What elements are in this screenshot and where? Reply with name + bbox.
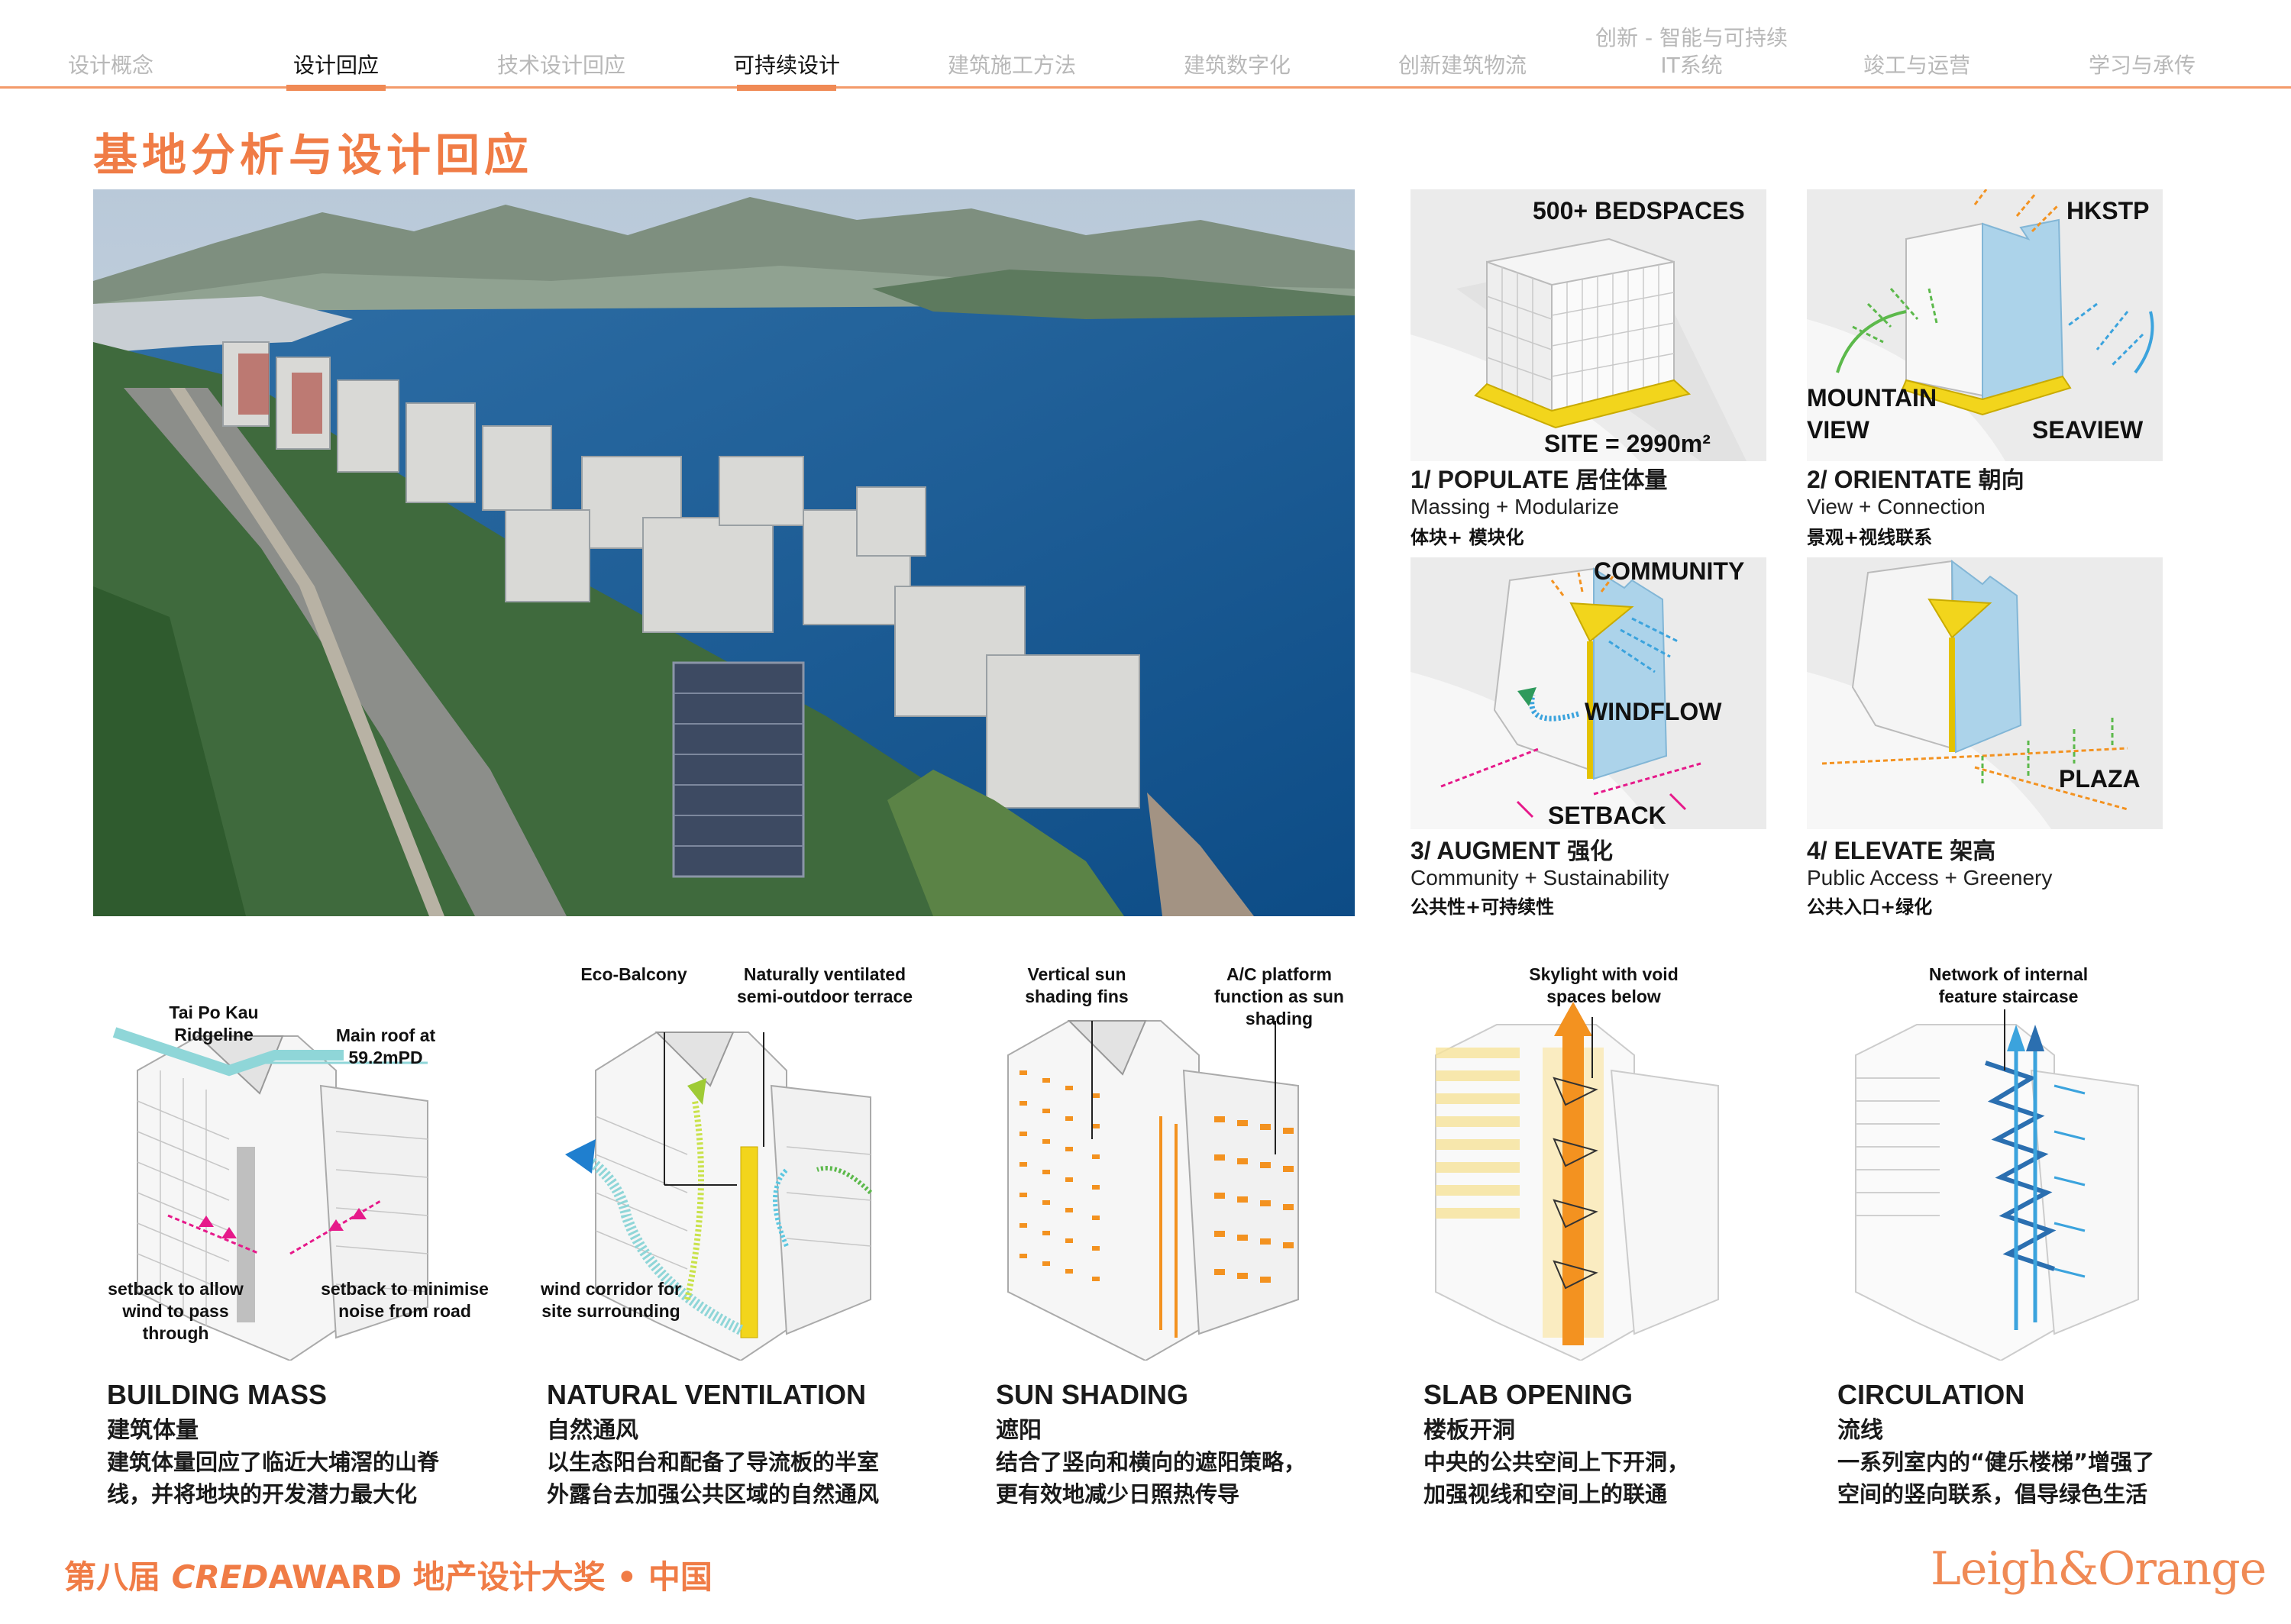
sun-shading-title-zh: 遮阳 (996, 1417, 1042, 1444)
semi-outdoor-terrace-annotation: Naturally ventilated semi-outdoor terrac… (736, 964, 913, 1006)
site-area-label: SITE = 2990m² (1544, 430, 1711, 457)
building-mass-title-zh: 建筑体量 (107, 1417, 199, 1444)
diagram-1-subtitle-zh: 体块+ 模块化 (1410, 527, 1524, 548)
diagram-2-title: 2/ ORIENTATE 朝向 (1807, 466, 2024, 494)
hkstp-label: HKSTP (2066, 197, 2150, 224)
building-mass-description: 建筑体量回应了临近大埔滘的山脊线，并将地块的开发潜力最大化 (107, 1449, 440, 1507)
seaview-label: SEAVIEW (2032, 416, 2144, 444)
sun-shading-illustration: Vertical sun shading fins A/C platform f… (985, 964, 1382, 1362)
diagram-2-subtitle-zh: 景观+视线联系 (1807, 527, 1933, 548)
slab-opening-title-zh: 楼板开洞 (1423, 1417, 1515, 1444)
view-label: VIEW (1807, 416, 1869, 444)
natural-ventilation-description: 以生态阳台和配备了导流板的半室外露台去加强公共区域的自然通风 (547, 1449, 880, 1507)
nav-item-learning[interactable]: 学习与承传 (2088, 53, 2196, 78)
diagram-3-title: 3/ AUGMENT 强化 (1410, 837, 1614, 865)
diagram-4-subtitle-zh: 公共入口+绿化 (1807, 896, 1933, 918)
nav-item-technical-design[interactable]: 技术设计回应 (496, 53, 625, 78)
setback-label: SETBACK (1548, 802, 1666, 829)
page-title: 基地分析与设计回应 (93, 129, 534, 181)
nav-item-design-concept[interactable]: 设计概念 (67, 53, 153, 78)
diagram-populate: 500+ BEDSPACES SITE = 2990m² (1410, 189, 1766, 461)
nav-item-completion[interactable]: 竣工与运营 (1863, 53, 1970, 78)
bedspaces-label: 500+ BEDSPACES (1533, 197, 1745, 224)
slab-opening-illustration: Skylight with void spaces below (1413, 964, 1810, 1362)
diagram-4-subtitle: Public Access + Greenery (1807, 866, 2053, 889)
slab-opening-description: 中央的公共空间上下开洞，加强视线和空间上的联通 (1423, 1449, 1690, 1507)
diagram-augment: COMMUNITY WINDFLOW SETBACK (1410, 557, 1766, 829)
nav-item-construction-method[interactable]: 建筑施工方法 (947, 53, 1076, 78)
aerial-site-photo (93, 189, 1355, 916)
nav-item-digitalization[interactable]: 建筑数字化 (1183, 53, 1291, 78)
nav-item-design-response[interactable]: 设计回应 (256, 0, 416, 91)
windflow-label: WINDFLOW (1585, 698, 1722, 725)
wind-corridor-annotation: wind corridor for site surrounding (541, 1279, 681, 1321)
circulation-title: CIRCULATION (1837, 1379, 2025, 1410)
circulation-title-zh: 流线 (1837, 1417, 1883, 1444)
building-mass-title: BUILDING MASS (107, 1379, 327, 1410)
mountain-label: MOUNTAIN (1807, 384, 1937, 412)
active-tab-indicator (737, 85, 836, 91)
natural-ventilation-illustration: Eco-Balcony Naturally ventilated semi-ou… (535, 964, 932, 1362)
staircase-annotation: Network of internal feature staircase (1928, 964, 2089, 1006)
diagram-4-title: 4/ ELEVATE 架高 (1807, 837, 1996, 865)
eco-balcony-annotation: Eco-Balcony (580, 964, 687, 984)
diagram-1-subtitle: Massing + Modularize (1410, 495, 1620, 518)
top-navigation: 设计概念 设计回应 技术设计回应 可持续设计 建筑施工方法 建筑数字化 创新建筑… (0, 0, 2291, 91)
community-label: COMMUNITY (1594, 557, 1745, 585)
active-tab-indicator (286, 85, 386, 91)
main-roof-annotation: Main roof at 59.2mPD (335, 1025, 436, 1067)
diagram-elevate: PLAZA (1807, 557, 2163, 829)
ac-platform-annotation: A/C platform function as sun shading (1214, 964, 1344, 1028)
slab-opening-title: SLAB OPENING (1423, 1379, 1633, 1410)
diagram-3-subtitle: Community + Sustainability (1410, 866, 1669, 889)
setback-wind-annotation: setback to allow wind to pass through (108, 1279, 244, 1343)
diagram-3-subtitle-zh: 公共性+可持续性 (1410, 896, 1555, 918)
natural-ventilation-title-zh: 自然通风 (547, 1417, 638, 1444)
diagram-2-subtitle: View + Connection (1807, 495, 1986, 518)
award-footer: 第八届 CREDAWARD 地产设计大奖 • 中国 (64, 1558, 713, 1596)
natural-ventilation-title: NATURAL VENTILATION (547, 1379, 866, 1410)
building-mass-illustration: Tai Po Kau Ridgeline Main roof at 59.2mP… (92, 964, 489, 1362)
ridgeline-annotation: Tai Po Kau Ridgeline (169, 1002, 259, 1044)
diagram-1-title: 1/ POPULATE 居住体量 (1410, 466, 1668, 494)
vertical-fins-annotation: Vertical sun shading fins (1025, 964, 1129, 1006)
leigh-orange-logo: Leigh&Orange (1931, 1542, 2267, 1596)
plaza-label: PLAZA (2059, 765, 2141, 793)
circulation-description: 一系列室内的“健乐楼梯”增强了空间的竖向联系，倡导绿色生活 (1837, 1449, 2155, 1507)
setback-noise-annotation: setback to minimise noise from road (321, 1279, 489, 1321)
sun-shading-title: SUN SHADING (996, 1379, 1189, 1410)
sun-shading-description: 结合了竖向和横向的遮阳策略，更有效地减少日照热传导 (996, 1449, 1307, 1507)
nav-item-smart-it[interactable]: 创新 - 智能与可持续IT系统 (1595, 25, 1788, 78)
skylight-annotation: Skylight with void spaces below (1529, 964, 1679, 1006)
diagram-orientate: HKSTP MOUNTAIN VIEW SEAVIEW (1807, 189, 2163, 461)
circulation-illustration: Network of internal feature staircase (1833, 964, 2230, 1362)
nav-item-logistics[interactable]: 创新建筑物流 (1398, 53, 1527, 78)
nav-item-sustainable-design[interactable]: 可持续设计 (706, 0, 867, 91)
